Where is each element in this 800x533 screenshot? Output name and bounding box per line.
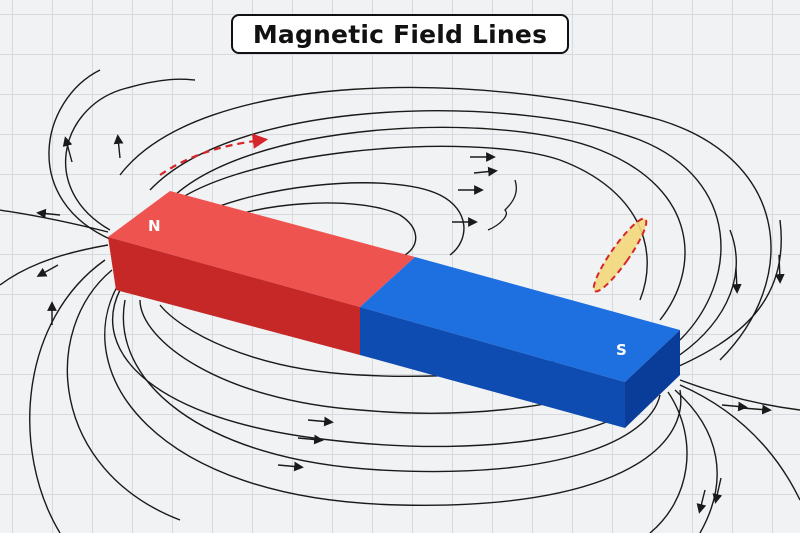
arrow	[696, 489, 707, 514]
field-line	[48, 69, 113, 241]
south-front-face	[360, 307, 625, 428]
arrow	[113, 134, 124, 159]
north-top-face	[108, 191, 415, 307]
south-label: S	[616, 341, 627, 359]
field-line	[104, 284, 682, 506]
field-line	[119, 86, 772, 361]
field-line	[679, 384, 800, 501]
arrow	[731, 267, 742, 294]
field-line	[669, 219, 782, 371]
south-end-face	[625, 330, 680, 428]
field-line	[66, 269, 181, 521]
field-line	[674, 389, 718, 533]
field-line	[649, 391, 688, 533]
arrow	[36, 264, 59, 277]
field-line	[122, 299, 661, 473]
title-box: Magnetic Field Lines	[231, 14, 569, 54]
arrow	[307, 416, 334, 427]
north-front-face	[108, 237, 360, 355]
field-line	[111, 289, 641, 448]
arrow	[741, 404, 772, 415]
field-line	[179, 182, 465, 256]
flux-ring-outline	[592, 217, 648, 293]
south-top-face	[360, 257, 680, 382]
field-line	[159, 145, 648, 301]
bracket-mark	[487, 179, 517, 231]
field-line	[64, 78, 196, 231]
arrow	[36, 208, 61, 219]
arrow	[473, 166, 498, 177]
north-pole	[108, 191, 415, 355]
highlighted-field-line	[159, 133, 269, 176]
arrow	[774, 254, 785, 284]
arrow	[62, 136, 73, 163]
field-line	[671, 229, 737, 361]
field-line	[0, 209, 109, 233]
arrow	[721, 401, 748, 412]
north-label: N	[148, 217, 161, 235]
south-pole	[360, 257, 680, 428]
flux-ring	[592, 217, 648, 293]
field-line	[0, 244, 109, 286]
field-line	[29, 259, 106, 533]
arrow	[712, 477, 723, 504]
field-lines	[0, 69, 800, 533]
diagram-title: Magnetic Field Lines	[252, 19, 548, 49]
field-line	[149, 110, 722, 341]
arrow	[277, 461, 304, 472]
field-arrows	[36, 134, 785, 514]
arrow	[297, 434, 324, 445]
flux-ring-fill	[593, 218, 647, 292]
field-line	[679, 379, 800, 411]
field-line	[164, 126, 686, 321]
